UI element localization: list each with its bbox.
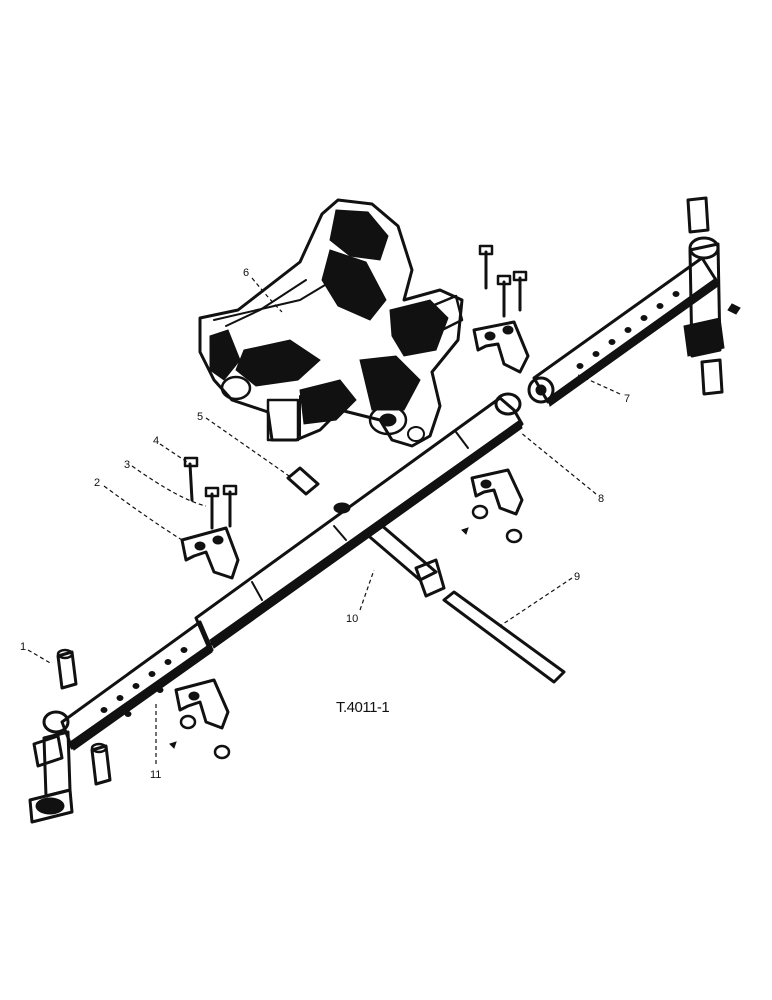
callout-5: 5: [197, 411, 203, 423]
clamp-cap-upper-right: [472, 320, 530, 374]
part-6-axle-support: [198, 198, 464, 448]
part-10-pivot-bushing: [362, 522, 446, 598]
callout-9: 9: [574, 571, 580, 583]
callout-6: 6: [243, 267, 249, 279]
callout-1: 1: [20, 641, 26, 653]
part-7-axle-extension: [527, 196, 741, 407]
leader-lines: [27, 277, 621, 764]
part-5-dowel: [286, 466, 320, 496]
callout-labels: 1 2 3 4 5 6 7 8 9 10 11: [20, 267, 630, 781]
callout-3: 3: [124, 459, 130, 471]
callout-8: 8: [598, 493, 604, 505]
part-2-clamp-cap: [180, 526, 240, 580]
clamp-cap-lower-left: [174, 678, 230, 730]
part-11-axle-extension: [28, 620, 214, 824]
callout-10: 10: [346, 613, 358, 625]
part-9-pivot-pin: [442, 590, 566, 684]
clamp-cap-lower-right: [470, 468, 524, 516]
callout-2: 2: [94, 477, 100, 489]
figure-code: T.4011-1: [336, 699, 389, 716]
bushing-lower-left: [90, 742, 112, 786]
part-3-bolts: [183, 456, 238, 530]
callout-11: 11: [150, 769, 161, 781]
part-8-axle-beam: [194, 392, 524, 649]
bolts-upper-right: [478, 244, 528, 318]
callout-7: 7: [624, 393, 630, 405]
part-1-bushing: [56, 648, 78, 690]
nuts: [169, 504, 523, 760]
callout-4: 4: [153, 435, 159, 447]
